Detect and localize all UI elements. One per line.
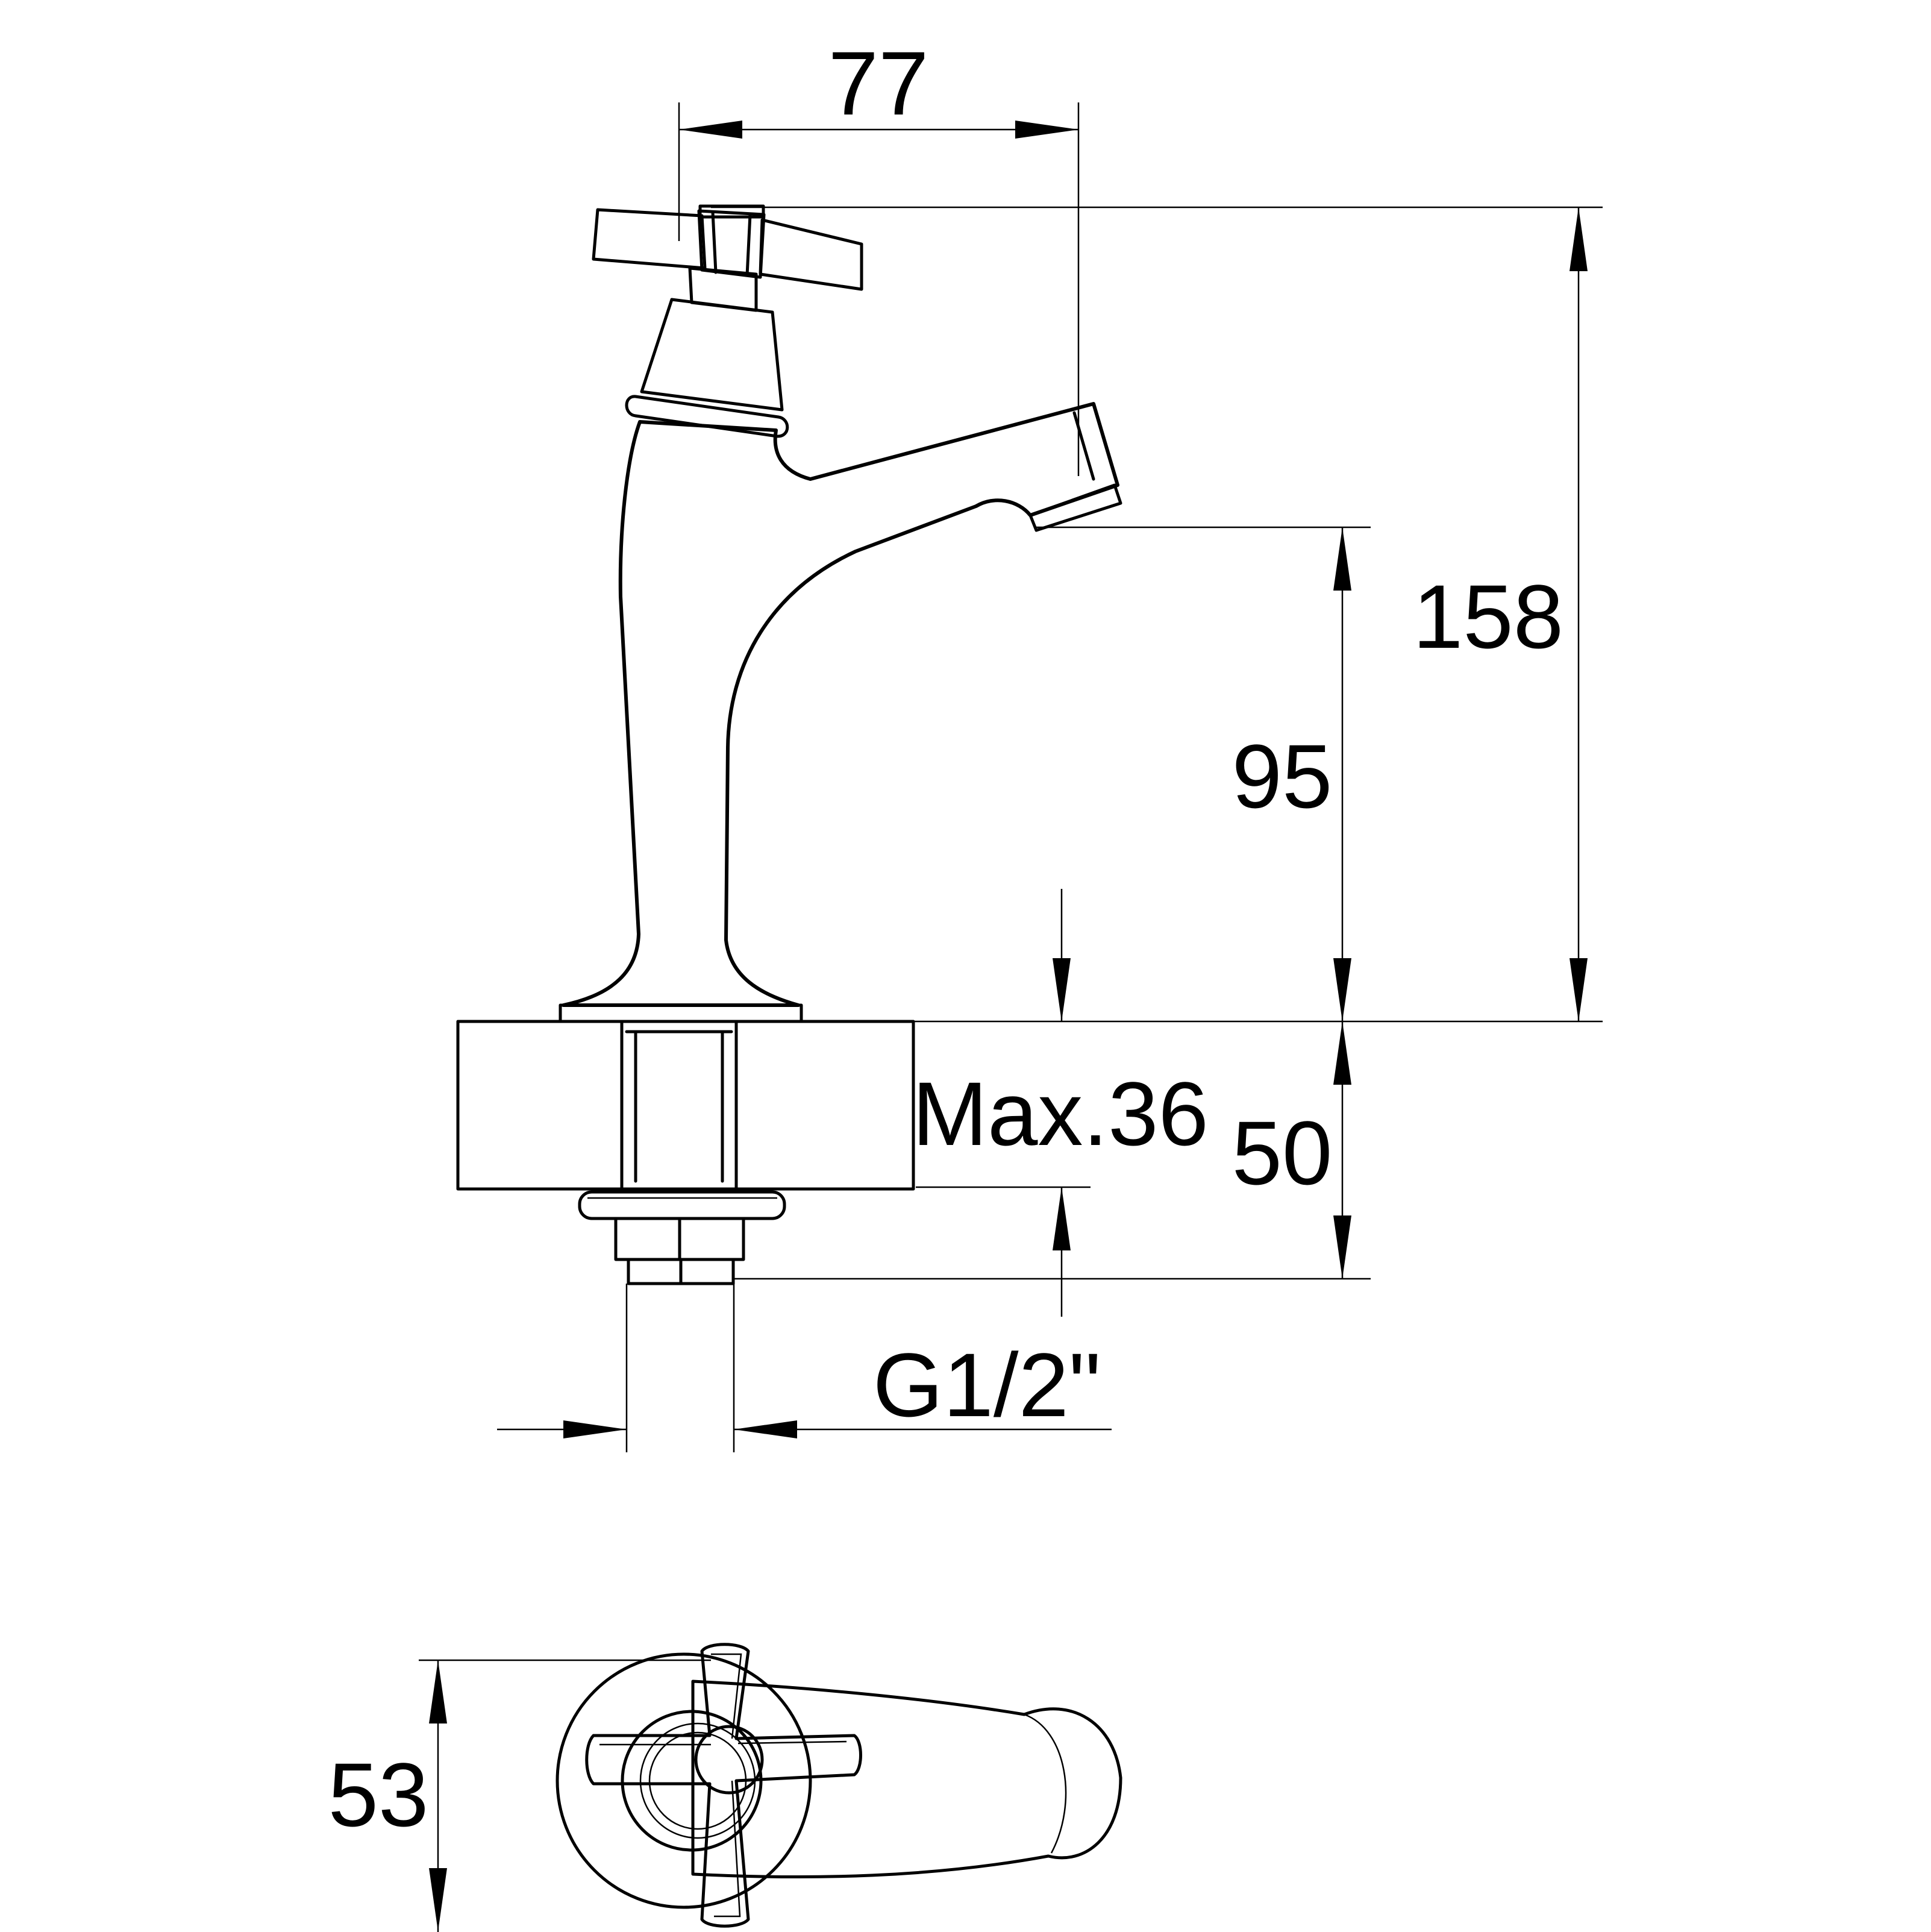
dim-label-77: 77: [828, 33, 929, 134]
dim-label-53: 53: [328, 1744, 429, 1845]
dim-label-95: 95: [1232, 726, 1333, 827]
side-view: [456, 204, 1122, 1285]
deck-section: [456, 1020, 915, 1191]
washer: [578, 1190, 786, 1220]
dimension-lines: [419, 102, 1603, 1932]
dim-label-50: 50: [1232, 1102, 1333, 1203]
shank: [620, 1020, 738, 1191]
bonnet: [640, 266, 784, 412]
base-flange: [559, 1003, 803, 1023]
dimension-labels: 77 158 95 Max.36 50 G1/2" 53: [328, 33, 1564, 1845]
cross-handle-top: [585, 1643, 862, 1928]
cross-handle-side: [592, 204, 863, 291]
faucet-body: [562, 402, 1122, 1007]
top-view: [556, 1643, 1122, 1928]
dim-label-max36: Max.36: [912, 1063, 1209, 1164]
dim-label-thread: G1/2": [873, 1334, 1101, 1435]
dim-label-158: 158: [1413, 566, 1563, 667]
collar-ring: [625, 395, 789, 438]
lock-nut: [614, 1217, 745, 1285]
